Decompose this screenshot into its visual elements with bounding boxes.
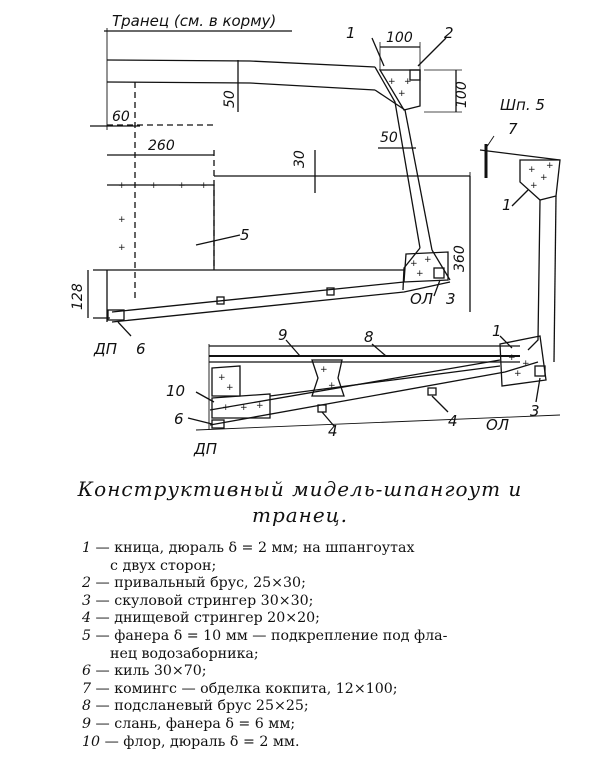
legend-item: 4 — днищевой стрингер 20×20; — [82, 610, 557, 628]
mark-ol-1: ОЛ — [410, 290, 433, 308]
legend-list: 1 — кница, дюраль δ = 2 мм; на шпангоута… — [82, 540, 557, 751]
callout-6b: 6 — [174, 410, 184, 428]
svg-text:+: + — [508, 353, 516, 363]
svg-text:+: + — [416, 269, 424, 279]
svg-text:+: + — [222, 403, 230, 413]
callout-9: 9 — [278, 326, 288, 344]
callout-7: 7 — [508, 120, 518, 138]
legend-text: — кница, дюраль δ = 2 мм; на шпангоутах — [95, 540, 415, 556]
dim-260: 260 — [148, 138, 175, 154]
legend-text: — привальный брус, 25×30; — [95, 575, 306, 592]
callout-6a: 6 — [136, 340, 146, 358]
svg-text:+: + — [398, 89, 406, 99]
dim-50: 50 — [380, 130, 398, 146]
svg-text:+: + — [150, 181, 158, 191]
legend-item: 9 — слань, фанера δ = 6 мм; — [82, 716, 557, 734]
callout-4b: 4 — [448, 412, 458, 430]
legend-number: 9 — [82, 715, 92, 732]
callout-4a: 4 — [328, 422, 338, 440]
legend-number: 5 — [82, 627, 92, 644]
caption-line-1: Конструктивный мидель-шпангоут и — [77, 477, 523, 501]
svg-text:+: + — [514, 369, 522, 379]
legend-item: 10 — флор, дюраль δ = 2 мм. — [82, 734, 557, 752]
callout-2: 2 — [444, 24, 454, 42]
svg-text:+: + — [528, 165, 536, 175]
svg-text:+: + — [118, 243, 126, 253]
frame-drawing: ++++ ++ +++ +++ ++++ +++ ++ ++ +++ Тране… — [70, 12, 561, 458]
legend-number: 4 — [82, 610, 92, 627]
dim-128: 128 — [70, 283, 86, 310]
svg-text:+: + — [404, 77, 412, 87]
legend-number: 1 — [82, 540, 92, 556]
legend-text-continued: с двух сторон; — [110, 557, 217, 574]
svg-text:+: + — [226, 383, 234, 393]
svg-text:+: + — [178, 181, 186, 191]
legend-number: 8 — [82, 698, 92, 715]
legend-text: — днищевой стрингер 20×20; — [95, 610, 320, 627]
legend-item: 1 — кница, дюраль δ = 2 мм; на шпангоута… — [82, 540, 557, 575]
svg-text:+: + — [240, 403, 248, 413]
svg-text:+: + — [118, 215, 126, 225]
legend-item: 3 — скуловой стрингер 30×30; — [82, 593, 557, 611]
dim-60: 60 — [112, 109, 130, 125]
svg-text:+: + — [388, 77, 396, 87]
legend-number: 7 — [82, 680, 92, 697]
legend-number: 3 — [82, 592, 92, 609]
svg-text:+: + — [218, 373, 226, 383]
mark-ol-2: ОЛ — [486, 416, 509, 434]
dim-100-v: 100 — [454, 81, 470, 108]
legend-text: — подсланевый брус 25×25; — [95, 698, 309, 715]
dim-30: 30 — [292, 150, 308, 168]
legend-text: — киль 30×70; — [95, 663, 207, 680]
dim-360: 360 — [452, 245, 468, 272]
svg-text:+: + — [424, 255, 432, 265]
svg-text:+: + — [522, 359, 530, 369]
svg-text:+: + — [118, 181, 126, 191]
callout-5: 5 — [240, 226, 250, 244]
legend-text: — слань, фанера δ = 6 мм; — [95, 715, 296, 732]
legend-text: — скуловой стрингер 30×30; — [95, 592, 314, 609]
legend-number: 2 — [82, 575, 92, 592]
callout-1c: 1 — [492, 322, 502, 340]
legend-item: 6 — киль 30×70; — [82, 663, 557, 681]
legend-item: 7 — комингс — обделка кокпита, 12×100; — [82, 681, 557, 699]
legend-item: 2 — привальный брус, 25×30; — [82, 575, 557, 593]
svg-text:+: + — [530, 181, 538, 191]
legend-item: 8 — подсланевый брус 25×25; — [82, 698, 557, 716]
caption-line-2: транец. — [251, 503, 348, 527]
svg-text:+: + — [410, 259, 418, 269]
callout-3b: 3 — [530, 402, 540, 420]
legend-text-continued: нец водозаборника; — [110, 645, 259, 662]
legend-text: — фанера δ = 10 мм — подкрепление под фл… — [95, 627, 448, 644]
callout-1a: 1 — [346, 24, 356, 42]
dim-50-v: 50 — [222, 90, 238, 108]
figure-caption: Конструктивный мидель-шпангоут и транец. — [0, 476, 600, 528]
frame-label: Шп. 5 — [500, 96, 545, 114]
mark-dp-2: ДП — [193, 440, 217, 458]
legend-text: — флор, дюраль δ = 2 мм. — [104, 733, 300, 750]
svg-text:+: + — [200, 181, 208, 191]
svg-text:+: + — [256, 401, 264, 411]
dim-100-h: 100 — [386, 30, 413, 46]
header-label: Транец (см. в корму) — [112, 12, 276, 30]
legend-item: 5 — фанера δ = 10 мм — подкрепление под … — [82, 628, 557, 663]
callout-10: 10 — [166, 382, 185, 400]
legend-text: — комингс — обделка кокпита, 12×100; — [95, 680, 398, 697]
legend-number: 6 — [82, 663, 92, 680]
mark-dp-1: ДП — [93, 340, 117, 358]
legend-number: 10 — [82, 733, 101, 750]
callout-8: 8 — [364, 328, 374, 346]
callout-1b: 1 — [502, 196, 512, 214]
svg-text:+: + — [540, 173, 548, 183]
callout-3a: 3 — [446, 290, 456, 308]
svg-text:+: + — [546, 161, 554, 171]
svg-text:+: + — [320, 365, 328, 375]
svg-text:+: + — [328, 381, 336, 391]
